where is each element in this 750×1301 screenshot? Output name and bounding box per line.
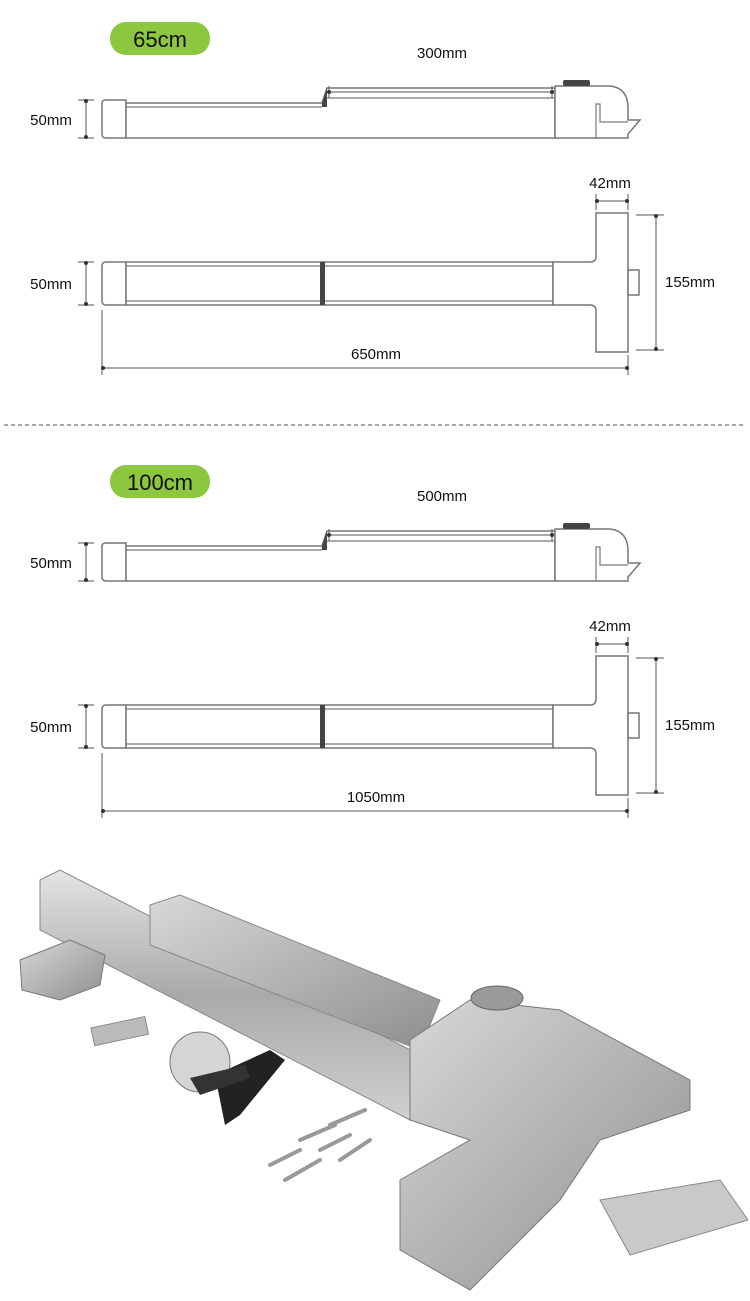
latch-plate [599,1179,749,1256]
head-width-label: 42mm [589,175,631,192]
size-badge: 100cm [127,470,193,495]
side-length-label: 300mm [417,45,467,62]
product-photo [19,869,749,1291]
diagram-65cm: 65cm 300mm 50mm 50mm 42mm 155mm 650mm [30,21,715,376]
head-width-label: 42mm [589,618,631,635]
screws [268,1108,372,1182]
size-badge: 65cm [133,27,187,52]
key-icon [190,1065,250,1095]
head-height-label: 155mm [665,274,715,291]
top-height-label: 50mm [30,276,72,293]
top-height-label: 50mm [30,719,72,736]
mount-plate [90,1015,150,1047]
total-length-label: 1050mm [347,789,405,806]
end-cap [19,939,106,1001]
total-length-label: 650mm [351,346,401,363]
lock-head [399,999,691,1291]
side-height-label: 50mm [30,112,72,129]
side-length-label: 500mm [417,488,467,505]
diagram-100cm: 100cm 500mm 50mm 50mm 42mm 155mm 1050mm [30,464,715,819]
side-height-label: 50mm [30,555,72,572]
push-pad [149,894,441,1051]
lock-button [470,985,524,1011]
head-height-label: 155mm [665,717,715,734]
